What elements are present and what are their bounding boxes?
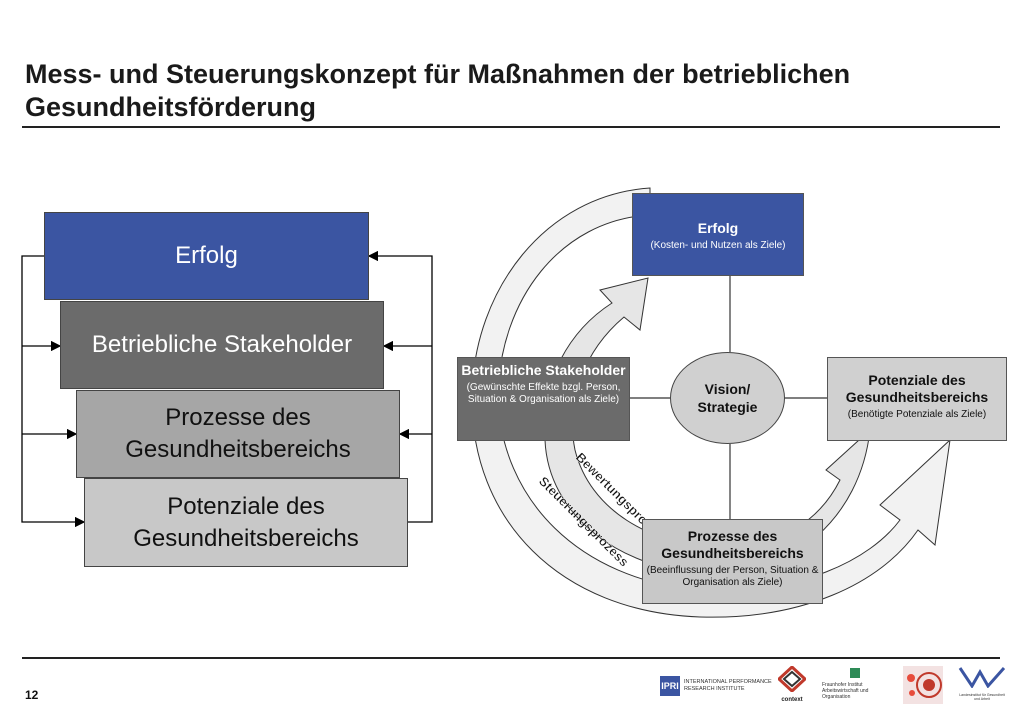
page-number: 12: [25, 688, 39, 702]
ipri-logo-text: INTERNATIONAL PERFORMANCE RESEARCH INSTI…: [684, 679, 772, 692]
cycle-stakeholder-box: Betriebliche Stakeholder (Gewünschte Eff…: [457, 357, 630, 441]
ministry-logo-text: Landesinstitut für Gesundheit und Arbeit: [959, 693, 1005, 701]
cycle-prozesse-sub: (Beeinflussung der Person, Situation & O…: [646, 565, 819, 588]
stack-prozesse-label: Prozesse des Gesundheitsbereichs: [125, 404, 351, 463]
context-logo-icon: [776, 664, 808, 694]
page-title: Mess- und Steuerungskonzept für Maßnahme…: [25, 59, 851, 122]
cycle-stakeholder-heading: Betriebliche Stakeholder: [461, 362, 626, 378]
stack-potenziale: Potenziale des Gesundheitsbereichs: [84, 478, 408, 567]
vision-strategie-label: Vision/ Strategie: [697, 381, 758, 415]
seal-icon: [907, 672, 942, 698]
ipri-logo-mark: IPRI: [660, 676, 680, 696]
context-logo: context: [776, 664, 808, 703]
footer-divider: [22, 657, 1000, 659]
stack-prozesse: Prozesse des Gesundheitsbereichs: [76, 390, 400, 478]
fraunhofer-logo-text: Fraunhofer Institut Arbeitswirtschaft un…: [822, 682, 869, 700]
title-divider: [22, 126, 1000, 128]
stack-stakeholder-label: Betriebliche Stakeholder: [91, 331, 353, 358]
left-feedback-lines: [21, 250, 433, 528]
cycle-erfolg-heading: Erfolg: [697, 220, 739, 236]
stack-potenziale-label: Potenziale des Gesundheitsbereichs: [133, 492, 359, 552]
cycle-erfolg-box: Erfolg (Kosten- und Nutzen als Ziele): [632, 193, 804, 276]
cycle-potenziale-box: Potenziale des Gesundheitsbereichs (Benö…: [827, 357, 1007, 441]
vision-strategie-ellipse: Vision/ Strategie: [670, 352, 785, 444]
stack-erfolg-label: Erfolg: [175, 242, 238, 269]
context-logo-text: context: [781, 697, 803, 703]
cross-connectors: [630, 276, 827, 519]
cycle-stakeholder-sub: (Gewünschte Effekte bzgl. Person, Situat…: [466, 382, 621, 405]
stack-stakeholder: Betriebliche Stakeholder: [60, 301, 384, 389]
ministry-logo-icon: [958, 667, 1006, 689]
cycle-prozesse-heading: Prozesse des Gesundheitsbereichs: [661, 528, 804, 561]
stack-erfolg: Erfolg: [44, 212, 369, 300]
fraunhofer-icon: [850, 668, 860, 678]
cycle-prozesse-box: Prozesse des Gesundheitsbereichs (Beeinf…: [642, 519, 823, 604]
fraunhofer-logo: Fraunhofer Institut Arbeitswirtschaft un…: [822, 668, 870, 700]
cycle-potenziale-heading: Potenziale des Gesundheitsbereichs: [845, 372, 989, 405]
cycle-erfolg-sub: (Kosten- und Nutzen als Ziele): [650, 240, 786, 251]
cycle-potenziale-sub: (Benötigte Potenziale als Ziele): [847, 409, 987, 420]
ipri-logo: IPRI INTERNATIONAL PERFORMANCE RESEARCH …: [660, 676, 772, 696]
ministry-logo: Landesinstitut für Gesundheit und Arbeit: [958, 666, 1006, 701]
university-seal-logo: [903, 666, 943, 704]
